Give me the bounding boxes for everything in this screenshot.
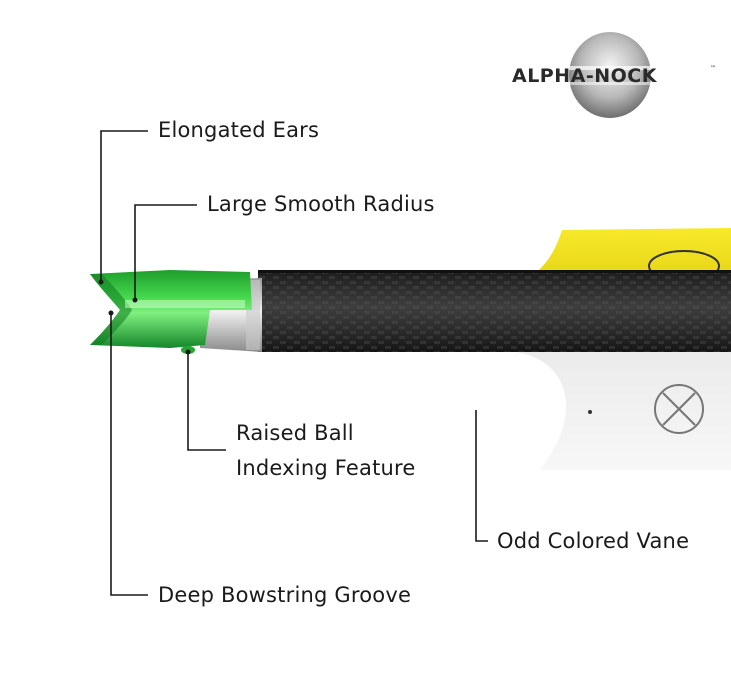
logo-wordmark: ALPHA-NOCK (512, 65, 658, 87)
vane-dot (588, 410, 592, 414)
label-large-smooth-radius: Large Smooth Radius (207, 192, 435, 216)
alpha-nock-logo: ALPHA-NOCK ™ (512, 32, 716, 118)
carbon-shaft (258, 270, 731, 352)
logo-trademark: ™ (710, 65, 716, 72)
label-deep-bowstring-groove: Deep Bowstring Groove (158, 583, 411, 607)
label-odd-colored-vane: Odd Colored Vane (497, 529, 689, 553)
logo-disc-icon (569, 32, 651, 118)
label-raised-ball-line1: Raised Ball (236, 421, 354, 445)
vane-x-marker-icon (654, 384, 704, 434)
label-raised-ball-line2: Indexing Feature (236, 456, 416, 480)
leader-lines (98, 130, 488, 596)
green-nock (90, 270, 252, 354)
label-elongated-ears: Elongated Ears (158, 118, 319, 142)
